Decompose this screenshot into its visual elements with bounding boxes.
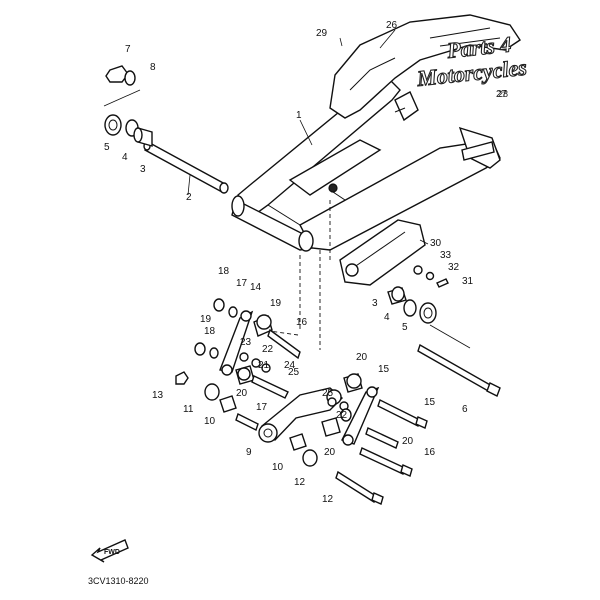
callout-16: 16	[424, 447, 436, 458]
callout-5: 5	[104, 142, 110, 153]
callout-20: 20	[356, 352, 368, 363]
callout-8: 8	[150, 62, 156, 73]
callout-23: 23	[240, 337, 252, 348]
callout-2: 2	[186, 192, 192, 203]
callout-25: 25	[322, 388, 334, 399]
callout-25: 25	[288, 367, 300, 378]
callout-6: 6	[462, 404, 468, 415]
watermark-number: 28	[498, 89, 508, 99]
callout-3: 3	[140, 164, 146, 175]
swingarm	[231, 77, 501, 252]
callout-19: 19	[270, 298, 282, 309]
callout-16: 16	[296, 317, 308, 328]
pivot-hardware-left	[103, 65, 153, 147]
callout-26: 26	[386, 20, 398, 31]
callout-9: 9	[246, 447, 252, 458]
callout-22: 22	[262, 344, 274, 355]
callout-7: 7	[125, 44, 131, 55]
callout-3: 3	[372, 298, 378, 309]
callout-29: 29	[316, 28, 328, 39]
callout-20: 20	[324, 447, 336, 458]
chain-case	[329, 14, 521, 119]
watermark: Parts 4 Motorcycles	[414, 31, 528, 92]
callout-27: 27	[496, 89, 508, 100]
callout-31: 31	[462, 276, 474, 287]
callout-12: 12	[322, 494, 334, 505]
callout-18: 18	[218, 266, 230, 277]
watermark-line2: Motorcycles	[415, 55, 528, 91]
callout-4: 4	[122, 152, 128, 163]
callout-32: 32	[448, 262, 460, 273]
callout-10: 10	[204, 416, 216, 427]
callout-numbers: 1233445567891010111212131415151616171718…	[104, 20, 508, 505]
callout-17: 17	[236, 278, 248, 289]
callout-20: 20	[236, 388, 248, 399]
callout-30: 30	[430, 238, 442, 249]
callout-11: 11	[183, 404, 194, 415]
callout-18: 18	[204, 326, 216, 337]
callout-14: 14	[250, 282, 262, 293]
pivot-shaft	[143, 140, 229, 194]
pivot-bolt	[417, 343, 501, 397]
callout-4: 4	[384, 312, 390, 323]
callout-19: 19	[200, 314, 212, 325]
callout-21: 21	[258, 360, 270, 371]
callout-1: 1	[296, 110, 302, 121]
callout-17: 17	[256, 402, 268, 413]
callout-5: 5	[402, 322, 408, 333]
callout-22: 22	[336, 410, 348, 421]
callout-24: 24	[284, 360, 296, 371]
callout-33: 33	[440, 250, 452, 261]
chain-slider	[339, 219, 426, 286]
callout-12: 12	[294, 477, 306, 488]
diagram-code: 3CV1310-8220	[88, 576, 149, 586]
leader-lines	[187, 29, 429, 245]
callout-15: 15	[424, 397, 436, 408]
fwd-arrow-icon: FWD	[90, 539, 129, 563]
callout-15: 15	[378, 364, 390, 375]
callout-20: 20	[402, 436, 414, 447]
callout-10: 10	[272, 462, 284, 473]
callout-13: 13	[152, 390, 164, 401]
linkage	[175, 298, 428, 505]
fwd-label: FWD	[104, 549, 120, 556]
pivot-hardware-right	[387, 265, 471, 349]
